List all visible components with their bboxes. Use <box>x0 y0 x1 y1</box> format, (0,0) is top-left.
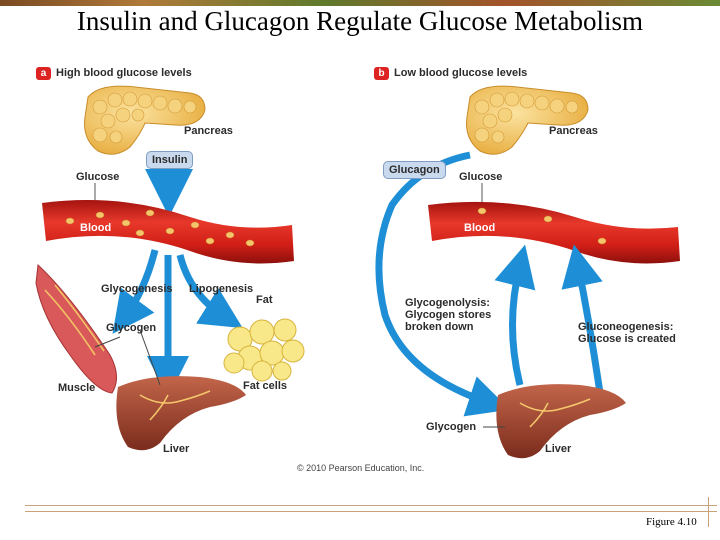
panel-a-heading-text: High blood glucose levels <box>56 67 192 79</box>
label-glycogen-b: Glycogen <box>426 421 477 433</box>
fat-cells <box>223 318 305 382</box>
footer-rule-top <box>25 505 717 506</box>
glucose-metabolism-figure: a High blood glucose levels Pancreas Insu… <box>0 55 720 485</box>
label-glycogen-a: Glycogen <box>106 322 157 334</box>
figure-number: Figure 4.10 <box>646 516 697 528</box>
liver-b <box>496 384 626 459</box>
footer-rule-vertical <box>708 497 709 527</box>
panel-b-heading-text: Low blood glucose levels <box>394 67 528 79</box>
label-lipogenesis: Lipogenesis <box>189 283 254 295</box>
label-fat-cells: Fat cells <box>243 380 288 392</box>
panel-a-artwork <box>35 85 305 451</box>
label-glucose-b: Glucose <box>459 171 503 183</box>
panel-b-heading: b Low blood glucose levels <box>374 67 527 80</box>
panel-b-letter: b <box>374 67 389 80</box>
label-liver-a: Liver <box>163 443 190 455</box>
label-pancreas-a: Pancreas <box>184 125 233 137</box>
glucagon-label: Glucagon <box>383 161 446 179</box>
liver-a <box>116 376 246 451</box>
label-glycogenesis: Glycogenesis <box>101 283 173 295</box>
label-pancreas-b: Pancreas <box>549 125 598 137</box>
decorative-top-strip <box>0 0 720 6</box>
blood-vessel-b <box>428 201 680 264</box>
label-gluconeogenesis: Gluconeogenesis: Glucose is created <box>578 321 676 345</box>
footer-rule-bottom <box>25 511 717 512</box>
label-blood-b: Blood <box>464 222 496 234</box>
panel-a-heading: a High blood glucose levels <box>36 67 192 80</box>
figure-artwork <box>35 85 680 459</box>
label-muscle: Muscle <box>58 382 96 394</box>
label-fat: Fat <box>256 294 273 306</box>
label-glucose-a: Glucose <box>76 171 120 183</box>
insulin-label: Insulin <box>146 151 194 169</box>
label-glycogenolysis: Glycogenolysis: Glycogen stores broken d… <box>405 297 492 333</box>
panel-b-artwork <box>375 85 680 459</box>
label-blood-a: Blood <box>80 222 112 234</box>
slide-title: Insulin and Glucagon Regulate Glucose Me… <box>76 6 644 36</box>
label-liver-b: Liver <box>545 443 572 455</box>
copyright-note: © 2010 Pearson Education, Inc. <box>297 463 425 473</box>
panel-a-letter: a <box>36 67 51 80</box>
